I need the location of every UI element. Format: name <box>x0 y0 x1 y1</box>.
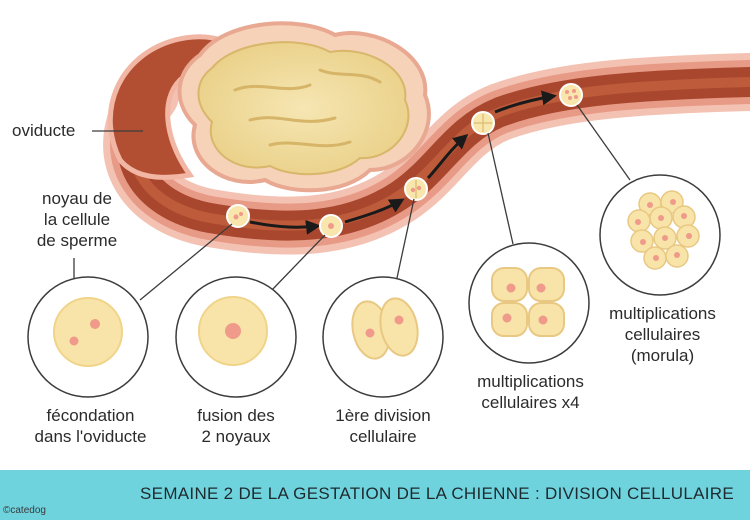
tube-cell-2 <box>319 214 343 238</box>
arrow-2 <box>344 198 405 224</box>
label-morula: multiplications cellulaires (morula) <box>609 304 716 365</box>
leader-2 <box>269 234 326 293</box>
label-fusion: fusion des 2 noyaux <box>197 406 275 446</box>
ovary <box>177 21 431 193</box>
tube-cell-4 <box>471 111 495 135</box>
detail-morula <box>599 174 721 296</box>
tube-cell-5 <box>559 83 583 107</box>
tube-cell-1 <box>226 204 250 228</box>
detail-fecondation <box>27 276 149 398</box>
label-fecondation: fécondation dans l'oviducte <box>34 406 147 446</box>
arrow-4 <box>494 90 557 114</box>
detail-division-1 <box>322 276 444 398</box>
leader-4 <box>487 132 514 245</box>
arrow-3 <box>426 134 469 180</box>
detail-division-4 <box>468 242 590 364</box>
detail-fusion <box>175 276 297 398</box>
footer-banner: SEMAINE 2 DE LA GESTATION DE LA CHIENNE … <box>0 470 750 520</box>
credit-watermark: ©catedog <box>3 505 46 516</box>
label-division-1: 1ère division cellulaire <box>335 406 431 446</box>
arrow-1 <box>249 219 321 235</box>
footer-title: SEMAINE 2 DE LA GESTATION DE LA CHIENNE … <box>140 484 734 503</box>
label-multiplications-x4: multiplications cellulaires x4 <box>477 372 584 412</box>
tube-cell-3 <box>404 177 428 201</box>
label-oviducte: oviducte <box>12 121 76 140</box>
label-noyau-sperme: noyau de la cellule de sperme <box>36 189 118 250</box>
leader-1 <box>139 223 233 301</box>
leader-5 <box>576 104 631 181</box>
leader-3 <box>396 198 415 279</box>
